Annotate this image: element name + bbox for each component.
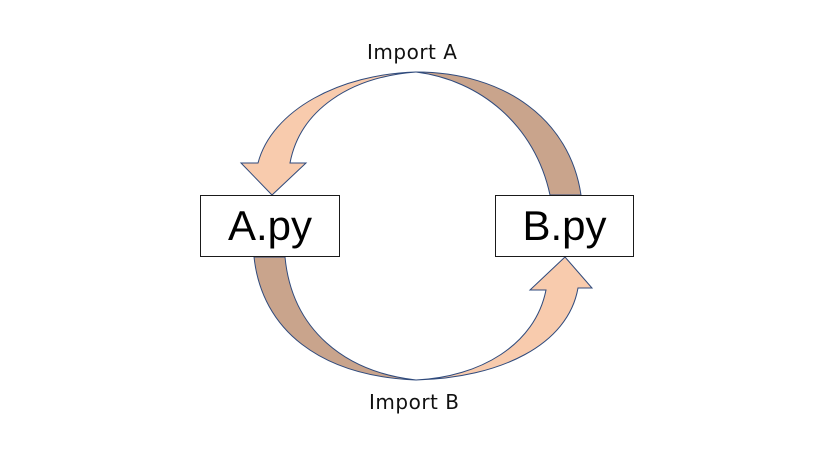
node-a-label: A.py [227, 202, 313, 249]
import-a-label: Import A [367, 40, 458, 64]
import-a-arrow [239, 71, 582, 196]
node-b-py: B.py [495, 195, 634, 257]
node-b-label: B.py [522, 202, 607, 249]
import-b-arrow-head [415, 256, 594, 381]
import-a-arrow-head [239, 71, 417, 196]
node-a-py: A.py [200, 195, 340, 257]
import-a-arrow-tail [415, 71, 582, 196]
import-b-arrow [253, 256, 594, 381]
import-b-label: Import B [369, 390, 460, 414]
import-b-arrow-tail [253, 256, 417, 381]
